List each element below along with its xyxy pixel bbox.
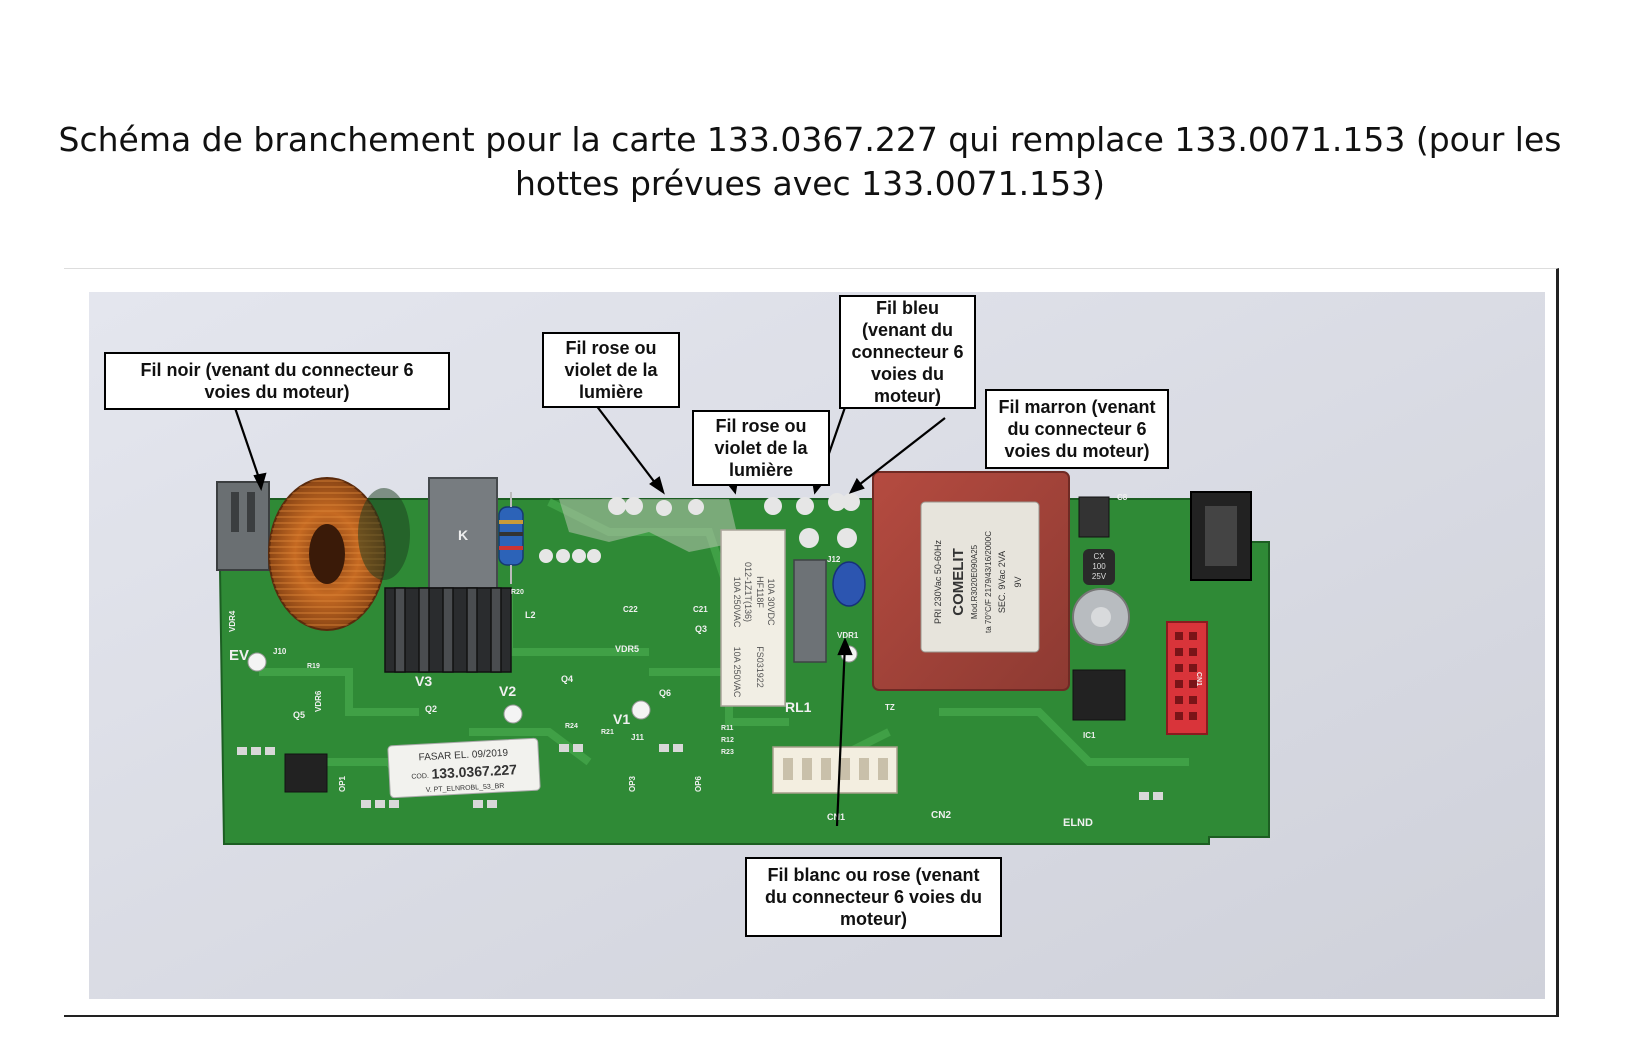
relay-line2: 10A 250VAC [732, 577, 742, 628]
silk-j11: J11 [631, 733, 644, 742]
transformer-sec: SEC. 9Vac 2VA [997, 551, 1007, 613]
silk-ic1: IC1 [1083, 731, 1096, 740]
silk-r20: R20 [511, 589, 524, 596]
blue-capacitor [832, 561, 866, 607]
relay-model: HF118F [755, 576, 765, 608]
silk-q6: Q6 [659, 688, 671, 698]
sticker-line1: FASAR EL. 09/2019 [418, 748, 508, 764]
transformer-ta: ta 70°C/F 2179/43/16/2000C [984, 531, 993, 633]
callout-fil-noir-text: Fil noir (venant du connecteur 6 voies d… [140, 360, 414, 402]
transformer-pri: PRI 230Vac 50-60Hz [933, 540, 943, 624]
callout-fil-bleu-text: Fil bleu (venant du connecteur 6 voies d… [851, 298, 964, 406]
sticker-prefix: COD. [411, 773, 429, 781]
pcb-pads [539, 493, 860, 563]
relay-line4: 10A 250VAC [732, 647, 742, 698]
silk-l2: L2 [525, 610, 536, 620]
optocoupler-op1 [284, 753, 328, 793]
callout-fil-rose-2: Fil rose ou violet de la lumière [692, 410, 830, 486]
silk-op6: OP6 [694, 775, 703, 792]
silk-v3: V3 [415, 673, 432, 689]
silk-q2: Q2 [425, 704, 437, 714]
silk-q4: Q4 [561, 674, 573, 684]
silk-r11: R11 [721, 725, 734, 732]
silk-op1: OP1 [338, 775, 347, 792]
silk-j10: J10 [273, 647, 287, 656]
silk-vdr1: VDR1 [837, 631, 859, 640]
capacitor-line3: 25V [1092, 572, 1107, 581]
callout-fil-rose-1: Fil rose ou violet de la lumière [542, 332, 680, 408]
connector-cn1 [772, 746, 898, 794]
silk-v1: V1 [613, 711, 630, 727]
silk-q5: Q5 [293, 710, 305, 720]
transformer-label [920, 501, 1040, 653]
silk-op3: OP3 [628, 775, 637, 792]
callout-fil-rose-2-text: Fil rose ou violet de la lumière [714, 416, 808, 480]
silk-cn2: CN2 [931, 810, 951, 821]
page-title: Schéma de branchement pour la carte 133.… [58, 120, 1562, 203]
transformer-volt: 9V [1013, 576, 1023, 587]
transformer-model: Mod.R3020E090A25 [970, 544, 979, 619]
silk-c8: C8 [1117, 493, 1128, 502]
silk-q3: Q3 [695, 624, 707, 634]
silk-vdr5: VDR5 [615, 644, 639, 654]
silk-ev: EV [229, 647, 249, 664]
silk-vdr4: VDR4 [228, 610, 237, 632]
callout-fil-rose-1-text: Fil rose ou violet de la lumière [564, 338, 658, 402]
heatsink [384, 587, 512, 673]
silk-cn1b: CN1 [1195, 672, 1202, 686]
relay-line1: 012-1Z1T(136) [743, 562, 753, 622]
capacitor-line2: 100 [1092, 562, 1106, 571]
callout-fil-blanc-text: Fil blanc ou rose (venant du connecteur … [764, 865, 983, 929]
silk-r21: R21 [601, 729, 614, 736]
x-capacitor [428, 477, 498, 589]
callout-fil-bleu: Fil bleu (venant du connecteur 6 voies d… [839, 295, 976, 409]
photo-frame [64, 268, 1559, 1017]
silk-j12: J12 [827, 555, 841, 564]
sticker-line3: V. PT_ELNROBL_53_BR [426, 783, 505, 794]
smd-pads [237, 744, 1163, 808]
silk-elnd: ELND [1063, 817, 1093, 829]
x-capacitor-2 [793, 559, 827, 663]
toroid-shadow [358, 488, 410, 580]
silk-r24: R24 [565, 723, 578, 730]
silk-r23: R23 [721, 749, 734, 756]
relay-line5: FS031922 [755, 646, 765, 688]
silk-c21: C21 [693, 605, 708, 614]
connector-ev [216, 481, 270, 571]
silk-r19: R19 [307, 663, 320, 670]
callout-fil-marron-text: Fil marron (venant du connecteur 6 voies… [998, 397, 1156, 461]
microcontroller [1072, 669, 1126, 721]
silk-tz: TZ [885, 703, 895, 712]
board-sticker: FASAR EL. 09/2019 COD. 133.0367.227 V. P… [387, 737, 541, 799]
relay [720, 529, 786, 707]
silk-c22: C22 [623, 605, 638, 614]
silk-r12: R12 [721, 737, 734, 744]
relay-line3: 10A 30VDC [766, 578, 776, 626]
silk-vdr6: VDR6 [314, 690, 323, 712]
silk-cn1: CN1 [827, 812, 845, 822]
callout-fil-blanc: Fil blanc ou rose (venant du connecteur … [745, 857, 1002, 937]
silk-v2: V2 [499, 683, 516, 699]
silk-rl1: RL1 [785, 699, 812, 715]
callout-fil-marron: Fil marron (venant du connecteur 6 voies… [985, 389, 1169, 469]
sticker-code: 133.0367.227 [431, 761, 518, 781]
red-ribbon-connector [1166, 621, 1208, 735]
capacitor-line1: CX [1093, 552, 1105, 561]
svg-text:K: K [458, 527, 468, 543]
callout-fil-noir: Fil noir (venant du connecteur 6 voies d… [104, 352, 450, 410]
transformer-brand: COMELIT [950, 548, 967, 616]
